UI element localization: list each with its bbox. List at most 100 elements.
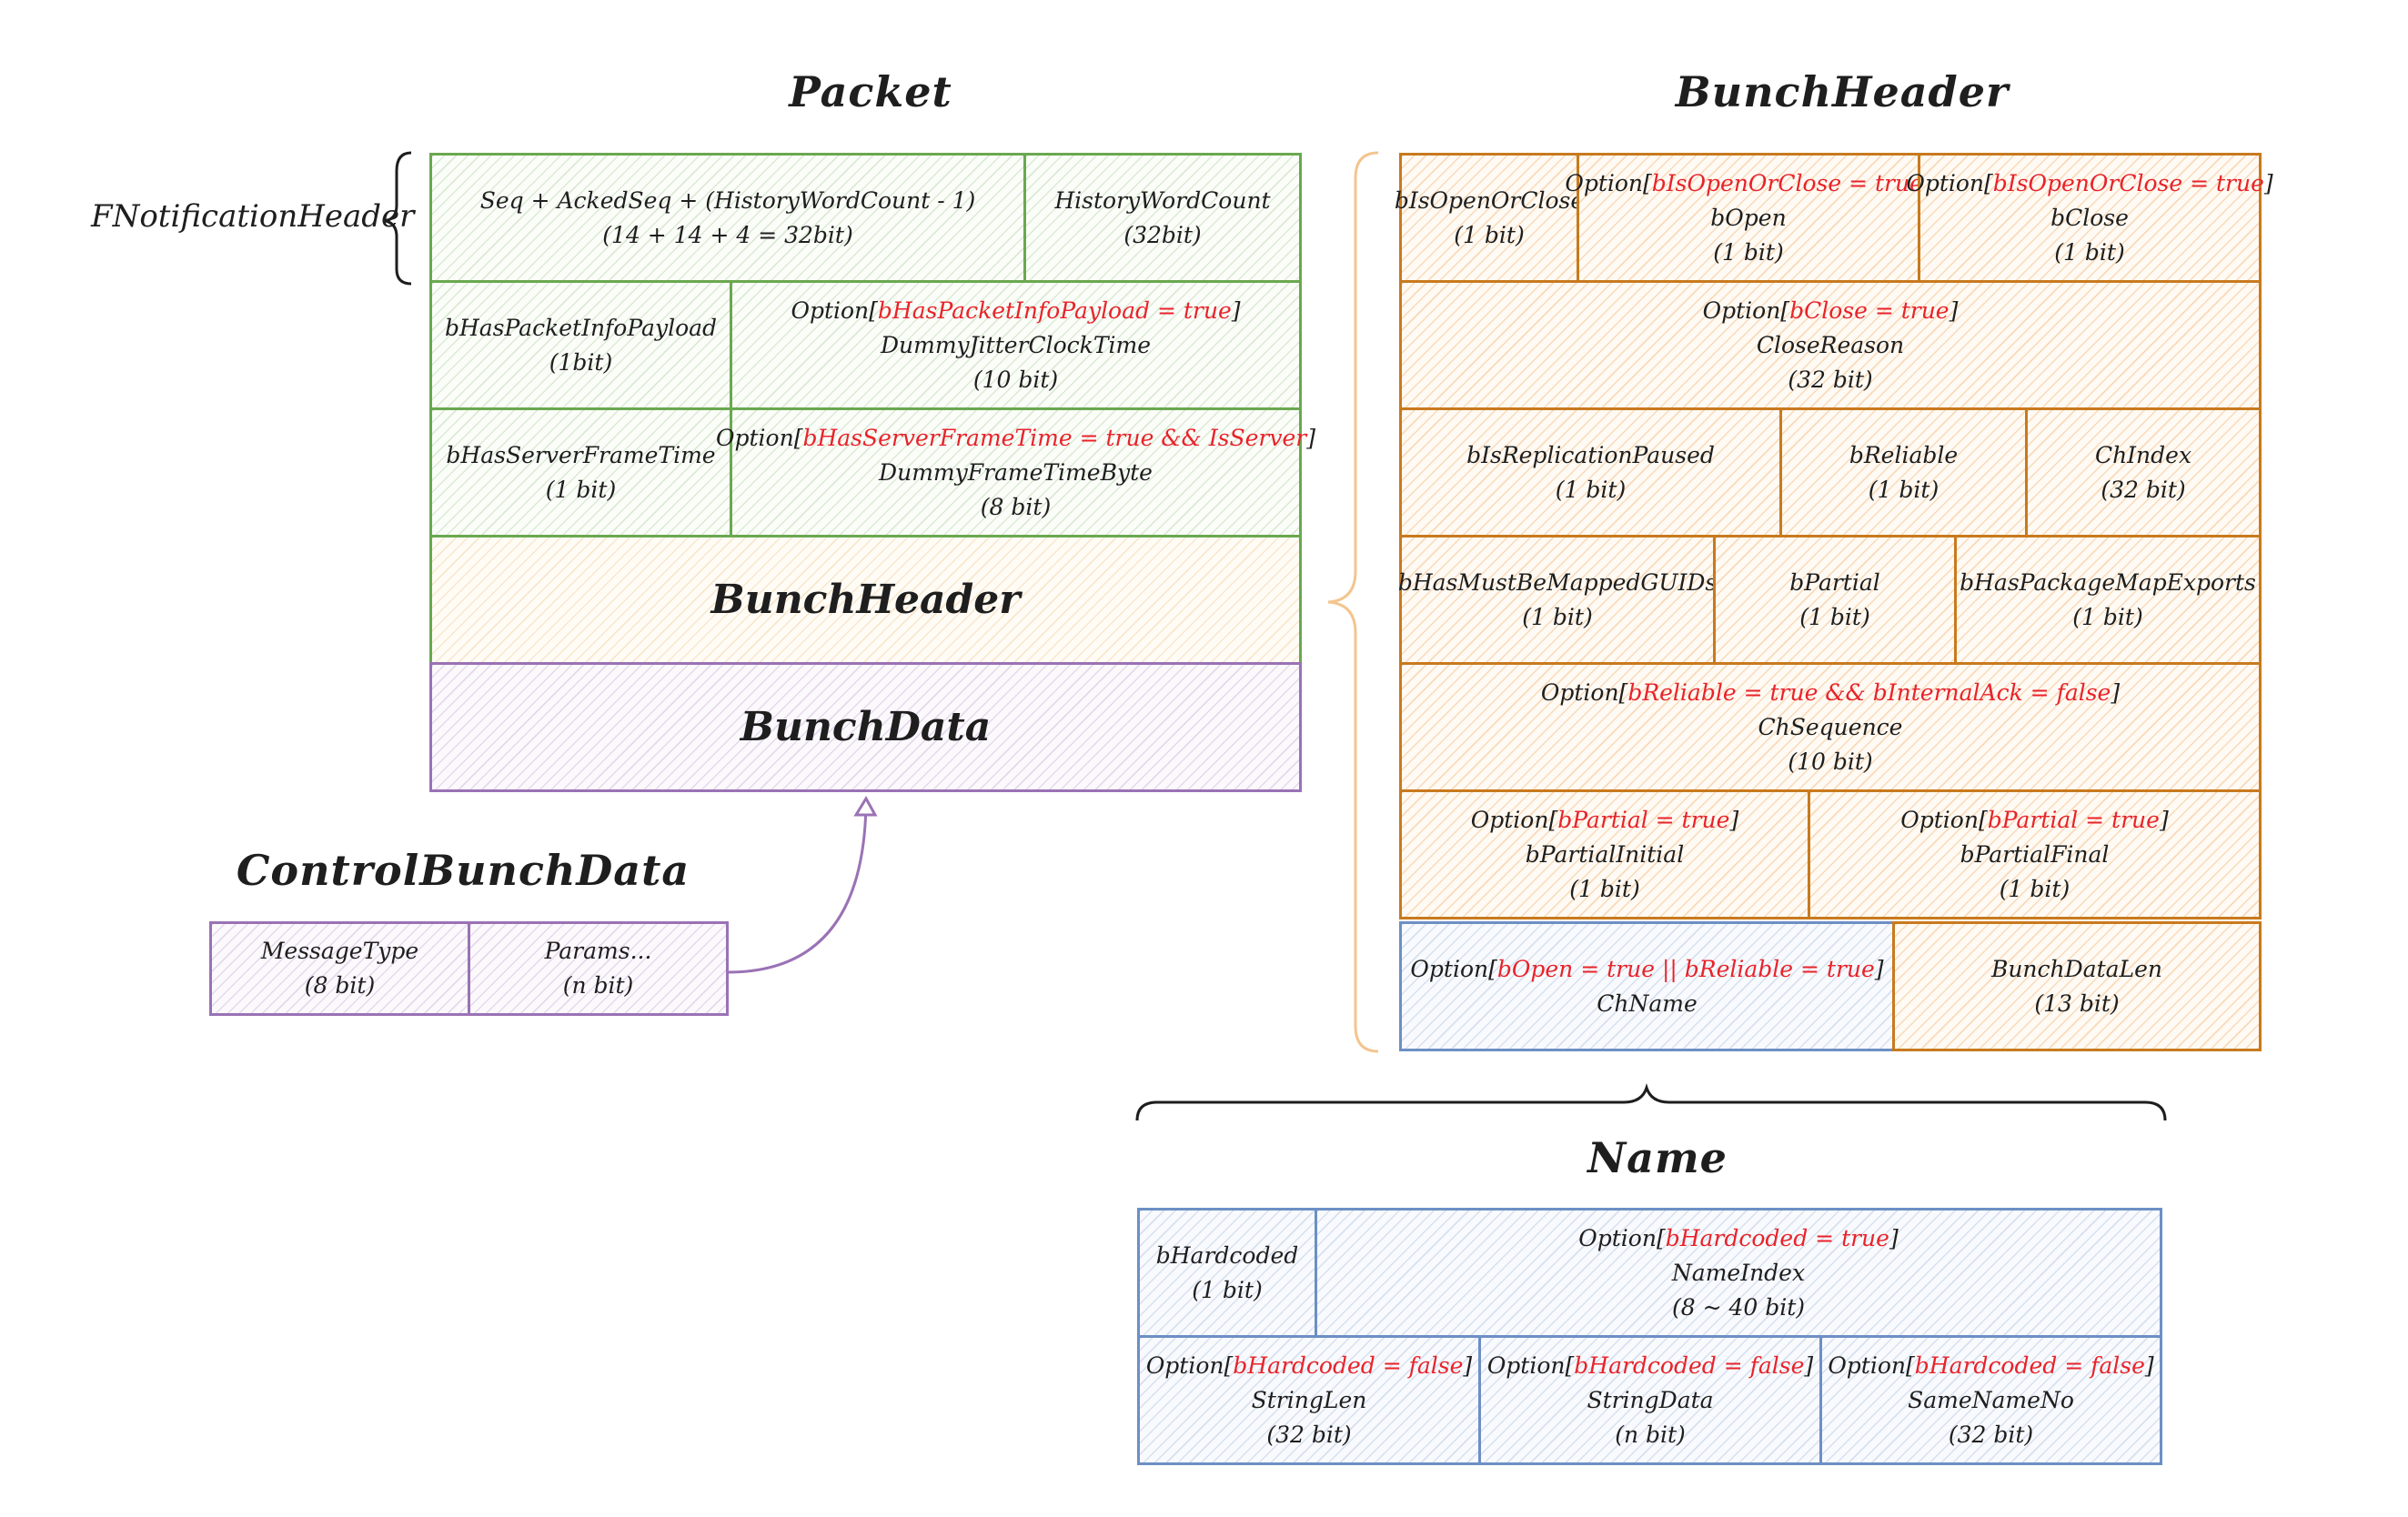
- option-line: Option[bHardcoded = true]: [1578, 1224, 1899, 1251]
- field-name: Seq + AckedSeq + (HistoryWordCount - 1): [479, 186, 976, 214]
- field-size: (1 bit): [1555, 476, 1627, 503]
- field-name: SameNameNo: [1908, 1386, 2074, 1413]
- bunch-header-title: BunchHeader: [1675, 67, 2010, 116]
- name-title: Name: [1587, 1133, 1728, 1182]
- name-index-field: Option[bHardcoded = true] NameIndex (8 ~…: [1315, 1208, 2162, 1338]
- condition: bHasPacketInfoPayload = true: [877, 296, 1232, 324]
- message-type-field: MessageType (8 bit): [209, 921, 470, 1016]
- close-reason-field: Option[bClose = true] CloseReason (32 bi…: [1399, 280, 2262, 410]
- option-line: Option[bOpen = true || bReliable = true]: [1410, 955, 1884, 982]
- package-map-exports-field: bHasPackageMapExports (1 bit): [1954, 535, 2262, 665]
- field-size: (8 bit): [304, 972, 376, 999]
- field-size: (n bit): [1615, 1421, 1686, 1448]
- control-bunch-data-title: ControlBunchData: [236, 846, 690, 895]
- field-size: (10 bit): [1788, 748, 1873, 775]
- control-to-bunchdata-arrow: [727, 801, 868, 974]
- string-data-field: Option[bHardcoded = false] StringData (n…: [1478, 1335, 1822, 1465]
- option-line: Option[bReliable = true && bInternalAck …: [1540, 678, 2121, 706]
- field-size: (1 bit): [1999, 875, 2070, 902]
- option-line: Option[bIsOpenOrClose = true]: [1906, 169, 2273, 196]
- field-name: bReliable: [1849, 441, 1959, 468]
- field-name: NameIndex: [1671, 1259, 1806, 1286]
- field-name: bClose: [2050, 204, 2129, 231]
- condition: bIsOpenOrClose = true: [1651, 169, 1923, 196]
- name-brace: [1135, 1082, 2167, 1121]
- field-size: (32 bit): [1948, 1421, 2034, 1448]
- field-name: ChSequence: [1758, 713, 1903, 740]
- block-label: BunchData: [740, 703, 992, 750]
- option-line: Option[bClose = true]: [1702, 296, 1959, 324]
- option-line: Option[bPartial = true]: [1900, 806, 2169, 833]
- fnotification-header-label: FNotificationHeader: [91, 198, 415, 235]
- field-size: (1 bit): [2072, 603, 2143, 630]
- field-name: bPartial: [1789, 568, 1880, 596]
- same-name-no-field: Option[bHardcoded = false] SameNameNo (3…: [1819, 1335, 2162, 1465]
- field-name: bPartialFinal: [1960, 840, 2110, 868]
- bunch-data-len-field: BunchDataLen (13 bit): [1892, 921, 2262, 1051]
- field-name: bIsOpenOrClose: [1394, 186, 1585, 214]
- field-name: bHardcoded: [1155, 1241, 1299, 1269]
- packet-title: Packet: [789, 67, 952, 116]
- condition: bHardcoded = true: [1665, 1224, 1889, 1251]
- field-size: (32 bit): [2101, 476, 2186, 503]
- dummy-frame-time-byte-field: Option[bHasServerFrameTime = true && IsS…: [716, 407, 1315, 537]
- field-name: MessageType: [260, 938, 419, 964]
- history-word-count-field: HistoryWordCount (32bit): [1023, 153, 1302, 283]
- field-size: (1 bit): [2054, 238, 2125, 266]
- field-name: bHasServerFrameTime: [446, 441, 716, 468]
- field-name: DummyFrameTimeByte: [879, 458, 1153, 486]
- condition: bHasServerFrameTime = true && IsServer: [802, 424, 1307, 451]
- partial-initial-field: Option[bPartial = true] bPartialInitial …: [1399, 789, 1810, 919]
- field-name: bHasPacketInfoPayload: [444, 314, 718, 341]
- block-label: BunchHeader: [710, 576, 1021, 623]
- field-size: (8 ~ 40 bit): [1671, 1293, 1806, 1321]
- field-size: (1 bit): [1868, 476, 1939, 503]
- field-name: ChName: [1597, 990, 1698, 1017]
- field-size: (1 bit): [1799, 603, 1870, 630]
- hardcoded-field: bHardcoded (1 bit): [1137, 1208, 1317, 1338]
- must-be-mapped-guids-field: bHasMustBeMappedGUIDs (1 bit): [1398, 535, 1717, 665]
- ch-sequence-field: Option[bReliable = true && bInternalAck …: [1399, 662, 2262, 792]
- field-name: CloseReason: [1756, 331, 1905, 358]
- field-name: BunchDataLen: [1990, 955, 2163, 982]
- option-line: Option[bHasServerFrameTime = true && IsS…: [716, 424, 1315, 451]
- field-size: (1 bit): [1569, 875, 1640, 902]
- condition: bPartial = true: [1987, 806, 2160, 833]
- ch-name-field: Option[bOpen = true || bReliable = true]…: [1399, 921, 1895, 1051]
- field-size: (1 bit): [1522, 603, 1593, 630]
- condition: bReliable = true && bInternalAck = false: [1627, 678, 2111, 706]
- field-name: DummyJitterClockTime: [880, 331, 1152, 358]
- field-size: (1 bit): [1713, 238, 1784, 266]
- condition: bOpen = true || bReliable = true: [1496, 955, 1875, 982]
- condition: bClose = true: [1789, 296, 1950, 324]
- field-name: ChIndex: [2094, 441, 2192, 468]
- string-len-field: Option[bHardcoded = false] StringLen (32…: [1137, 1335, 1481, 1465]
- partial-final-field: Option[bPartial = true] bPartialFinal (1…: [1808, 789, 2262, 919]
- replication-paused-field: bIsReplicationPaused (1 bit): [1399, 407, 1782, 537]
- field-name: StringData: [1587, 1386, 1714, 1413]
- params-field: Params... (n bit): [468, 921, 729, 1016]
- field-size: (32bit): [1123, 221, 1202, 248]
- is-open-or-close-field: bIsOpenOrClose (1 bit): [1395, 153, 1584, 283]
- packet-bunch-header-block: BunchHeader: [429, 535, 1302, 665]
- option-line: Option[bPartial = true]: [1470, 806, 1739, 833]
- field-name: HistoryWordCount: [1054, 186, 1271, 214]
- field-size: (32 bit): [1788, 366, 1873, 393]
- field-name: bIsReplicationPaused: [1466, 441, 1715, 468]
- fnotification-brace: [385, 151, 412, 286]
- field-size: (1 bit): [1454, 221, 1525, 248]
- seq-acked-seq-field: Seq + AckedSeq + (HistoryWordCount - 1) …: [429, 153, 1026, 283]
- condition: bIsOpenOrClose = true: [1992, 169, 2264, 196]
- option-line: Option[bHardcoded = false]: [1145, 1351, 1473, 1379]
- packet-bunch-data-block: BunchData: [429, 662, 1302, 792]
- field-size: (8 bit): [980, 493, 1052, 520]
- arrow-head: [853, 796, 878, 817]
- reliable-field: bReliable (1 bit): [1779, 407, 2028, 537]
- open-field: Option[bIsOpenOrClose = true] bOpen (1 b…: [1565, 153, 1932, 283]
- field-size: (n bit): [562, 972, 634, 999]
- condition: bHardcoded = false: [1914, 1351, 2145, 1379]
- field-size: (1 bit): [1192, 1276, 1263, 1303]
- field-size: (32 bit): [1266, 1421, 1352, 1448]
- bunch-header-brace: [1327, 151, 1379, 1053]
